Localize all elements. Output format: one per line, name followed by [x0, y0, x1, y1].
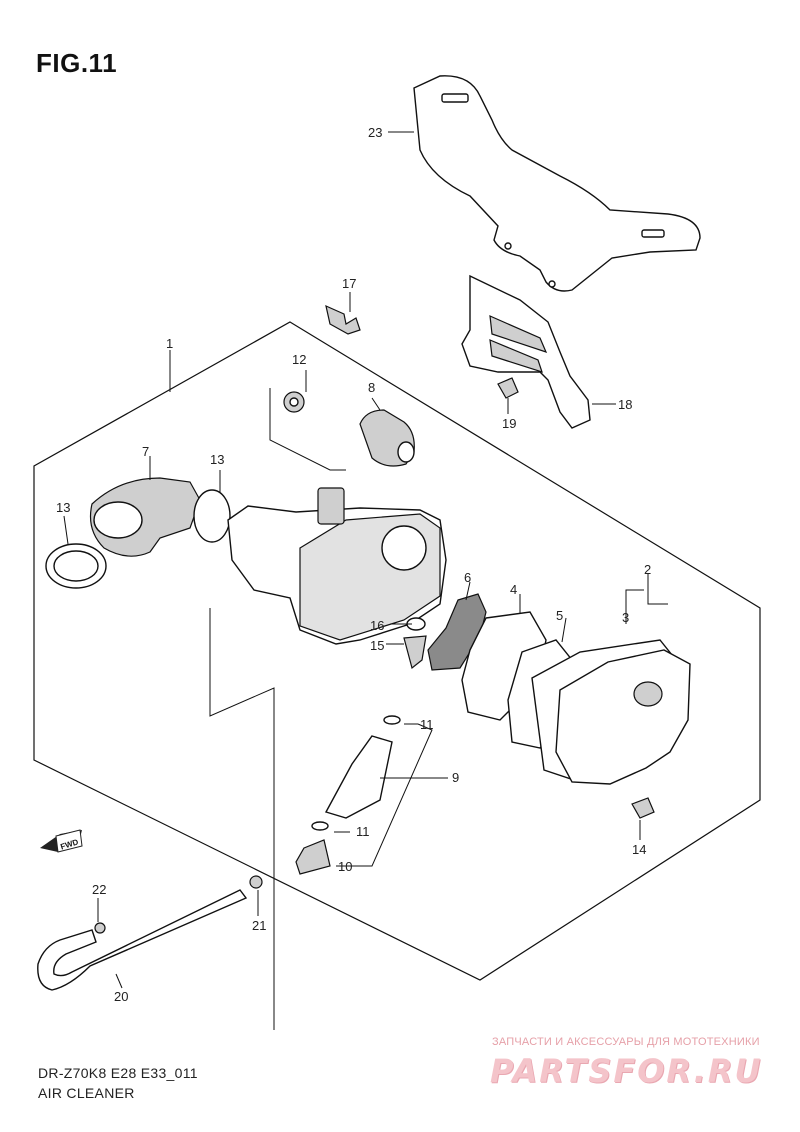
part-22-clip — [94, 922, 106, 934]
part-11-clip-lower — [311, 821, 329, 831]
callout-18: 18 — [618, 397, 632, 412]
part-20-breather-hose — [37, 889, 248, 991]
bracket-hole-left — [504, 242, 512, 250]
part-13-clamp-right — [193, 489, 231, 543]
part-9-hose — [324, 735, 393, 819]
leader-lines — [63, 131, 668, 1030]
callout-7: 7 — [142, 444, 149, 459]
bracket-hole-right — [548, 280, 556, 288]
case-port — [381, 525, 427, 571]
part-14-screw — [631, 797, 655, 819]
forward-arrow-icon — [40, 829, 83, 853]
callout-19: 19 — [502, 416, 516, 431]
callout-13-left: 13 — [56, 500, 70, 515]
bracket-slot-lower — [641, 229, 665, 238]
part-15-drain-plug — [403, 635, 427, 670]
callout-1: 1 — [166, 336, 173, 351]
callout-20: 20 — [114, 989, 128, 1004]
callout-11-upper: 11 — [420, 717, 434, 732]
grommet-hole — [289, 397, 299, 407]
model-code: DR-Z70K8 E28 E33_011 — [38, 1065, 198, 1081]
valve-port — [397, 441, 415, 463]
callout-15: 15 — [370, 638, 384, 653]
part-10-cap — [295, 839, 331, 875]
callout-10: 10 — [338, 859, 352, 874]
callout-5: 5 — [556, 608, 563, 623]
callout-2: 2 — [644, 562, 651, 577]
clamp-inner — [53, 550, 99, 582]
callout-16: 16 — [370, 618, 384, 633]
callout-4: 4 — [510, 582, 517, 597]
part-19-clip — [497, 377, 519, 399]
callout-22: 22 — [92, 882, 106, 897]
part-18-mounting-plate — [461, 274, 591, 429]
cover-boss — [633, 681, 663, 707]
case-mount-tab — [317, 487, 345, 525]
plate-rib — [489, 315, 548, 353]
callout-13-right: 13 — [210, 452, 224, 467]
callout-8: 8 — [368, 380, 375, 395]
callout-12: 12 — [292, 352, 306, 367]
part-23-bracket — [413, 75, 701, 292]
callout-21: 21 — [252, 918, 266, 933]
plate-rib — [489, 339, 543, 373]
section-name: AIR CLEANER — [38, 1085, 135, 1101]
assembly-frame — [33, 321, 761, 981]
callout-numbers: 1 2 3 4 5 6 7 8 9 10 11 11 12 13 13 14 1… — [56, 125, 651, 1004]
watermark-tagline: ЗАПЧАСТИ И АКСЕССУАРЫ ДЛЯ МОТОТЕХНИКИ — [492, 1036, 760, 1048]
callout-14: 14 — [632, 842, 646, 857]
figure-title: FIG.11 — [36, 48, 118, 78]
callout-17: 17 — [342, 276, 356, 291]
callout-23: 23 — [368, 125, 382, 140]
part-17-bolt — [325, 304, 361, 335]
part-6-mesh-screen — [427, 593, 487, 671]
part-11-clip-upper — [383, 715, 401, 725]
callout-6: 6 — [464, 570, 471, 585]
bracket-slot-upper — [441, 93, 469, 103]
watermark-logo: PARTSFOR.RU — [490, 1052, 763, 1090]
duct-opening — [93, 501, 143, 539]
callout-9: 9 — [452, 770, 459, 785]
callout-3: 3 — [622, 610, 629, 625]
part-2-cover — [555, 649, 691, 785]
callout-11-lower: 11 — [356, 824, 370, 839]
part-21-clip — [249, 875, 263, 889]
